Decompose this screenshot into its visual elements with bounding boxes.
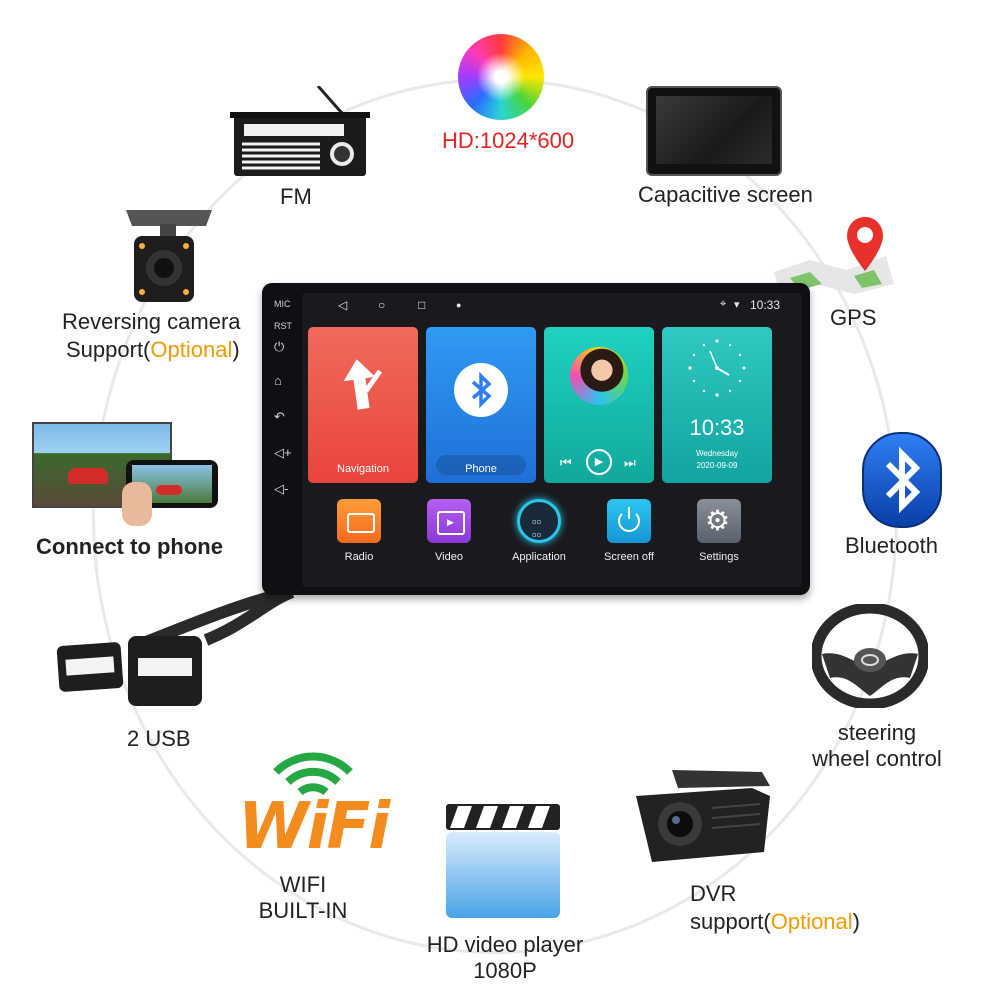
mic-label: MIC	[274, 299, 291, 309]
head-unit-device: MIC RST ⏻ ⌂ ↶ ◁+ ◁- ◁ ○ □ ● ⌖ ▾ 10:33 Na…	[262, 283, 810, 595]
reversing-camera-line2: Support(Optional)	[66, 336, 241, 364]
volume-down-icon[interactable]: ◁-	[274, 481, 289, 496]
settings-gear-icon: ⚙	[697, 499, 741, 543]
reversing-optional-text: Optional	[150, 337, 233, 362]
steering-line1: steering	[837, 720, 917, 745]
dvr-optional-text: Optional	[770, 909, 853, 934]
back-icon[interactable]: ↶	[274, 409, 285, 424]
dvr-label: DVR support(Optional)	[690, 880, 860, 936]
phone-label-pill	[436, 455, 526, 475]
video-player-label: HD video player 1080P	[410, 932, 600, 984]
radio-app-icon	[337, 499, 381, 543]
wifi-label: WIFI BUILT-IN	[248, 872, 358, 924]
previous-track-icon[interactable]: ⏮	[560, 455, 572, 470]
usb-label: 2 USB	[127, 726, 191, 751]
fm-label: FM	[280, 184, 312, 209]
navigation-tile-label: Navigation	[337, 463, 389, 475]
radio-app-label: Radio	[344, 551, 374, 563]
application-app-label: Application	[512, 551, 566, 563]
video-app-label: Video	[435, 551, 463, 563]
location-pin-icon	[845, 215, 885, 273]
nav-back-icon[interactable]: ◁	[338, 298, 348, 312]
gps-label: GPS	[830, 305, 877, 330]
usb-cable-icon	[56, 586, 296, 722]
settings-app-label: Settings	[699, 551, 739, 563]
settings-app[interactable]: ⚙ Settings	[684, 499, 754, 563]
radio-icon	[230, 85, 370, 178]
clock-day: Wednesday	[695, 449, 739, 458]
notification-dot-icon: ●	[456, 300, 462, 310]
nav-recents-icon[interactable]: □	[418, 298, 426, 312]
phone-mirroring-image	[30, 420, 235, 530]
bluetooth-label: Bluetooth	[845, 533, 938, 558]
digital-clock-time: 10:33	[689, 415, 745, 440]
status-bar: ◁ ○ □ ● ⌖ ▾ 10:33	[302, 293, 802, 317]
location-status-icon: ⌖	[720, 298, 727, 310]
album-art	[570, 347, 628, 405]
wifi-signal-icon	[270, 746, 356, 798]
application-grid-icon: ▫▫▫▫	[517, 499, 561, 543]
reversing-support-text: Support(	[66, 337, 151, 362]
bezel-buttons: MIC RST ⏻ ⌂ ↶ ◁+ ◁-	[262, 283, 302, 595]
color-ball-icon	[458, 34, 544, 120]
dvr-line1: DVR	[690, 881, 737, 906]
screen-off-icon	[607, 499, 651, 543]
wifi-line1: WIFI	[279, 872, 327, 897]
video-app[interactable]: ▶ Video	[414, 499, 484, 563]
navigation-tile[interactable]: Navigation	[308, 327, 418, 483]
phone-bluetooth-icon	[454, 363, 508, 417]
dvr-line2: support(Optional)	[690, 908, 860, 936]
screen-off-app[interactable]: Screen off	[594, 499, 664, 563]
video-app-icon: ▶	[427, 499, 471, 543]
power-icon[interactable]: ⏻	[274, 339, 285, 354]
connect-to-phone-label: Connect to phone	[36, 534, 223, 559]
hd-resolution-label: HD:1024*600	[442, 128, 575, 153]
status-time: 10:33	[750, 298, 781, 312]
wifi-line2: BUILT-IN	[258, 898, 348, 923]
bluetooth-icon	[862, 432, 942, 528]
reversing-paren-close: )	[232, 337, 240, 362]
video-line2: 1080P	[473, 958, 537, 983]
phone-tile[interactable]: Phone	[426, 327, 536, 483]
wifi-logo: WiFi	[238, 790, 390, 864]
reversing-camera-icon	[112, 196, 224, 308]
screen-off-app-label: Screen off	[604, 551, 654, 563]
device-screen: ◁ ○ □ ● ⌖ ▾ 10:33 Navigation Phone	[302, 293, 802, 587]
wifi-status-icon: ▾	[734, 299, 740, 311]
navigation-arrow-icon	[343, 359, 383, 410]
analog-clock-icon	[688, 339, 746, 397]
volume-up-icon[interactable]: ◁+	[274, 445, 292, 460]
dvr-camera-icon	[632, 766, 774, 870]
steering-wheel-label: steering wheel control	[802, 720, 952, 772]
rst-button[interactable]: RST	[274, 321, 292, 331]
video-clapperboard-icon	[444, 798, 562, 920]
steering-wheel-icon	[810, 602, 930, 710]
steering-line2: wheel control	[812, 746, 942, 771]
home-icon[interactable]: ⌂	[274, 373, 282, 388]
next-track-icon[interactable]: ⏭	[624, 455, 636, 470]
reversing-camera-line1: Reversing camera	[62, 309, 241, 334]
clock-tile: 10:33 Wednesday 2020-09-09	[662, 327, 772, 483]
reversing-camera-label: Reversing camera Support(Optional)	[62, 308, 241, 364]
video-line1: HD video player	[426, 932, 584, 957]
nav-home-icon[interactable]: ○	[378, 298, 386, 312]
radio-app[interactable]: Radio	[324, 499, 394, 563]
tablet-screen-icon	[646, 86, 782, 176]
application-app[interactable]: ▫▫▫▫ Application	[504, 499, 574, 563]
clock-date: 2020-09-09	[696, 461, 738, 470]
dvr-paren-close: )	[852, 909, 860, 934]
dvr-support-text: support(	[690, 909, 771, 934]
phone-tile-label: Phone	[465, 463, 497, 475]
play-icon[interactable]: ▶	[586, 449, 612, 475]
music-tile[interactable]: ⏮ ▶ ⏭	[544, 327, 654, 483]
capacitive-screen-label: Capacitive screen	[638, 182, 813, 207]
